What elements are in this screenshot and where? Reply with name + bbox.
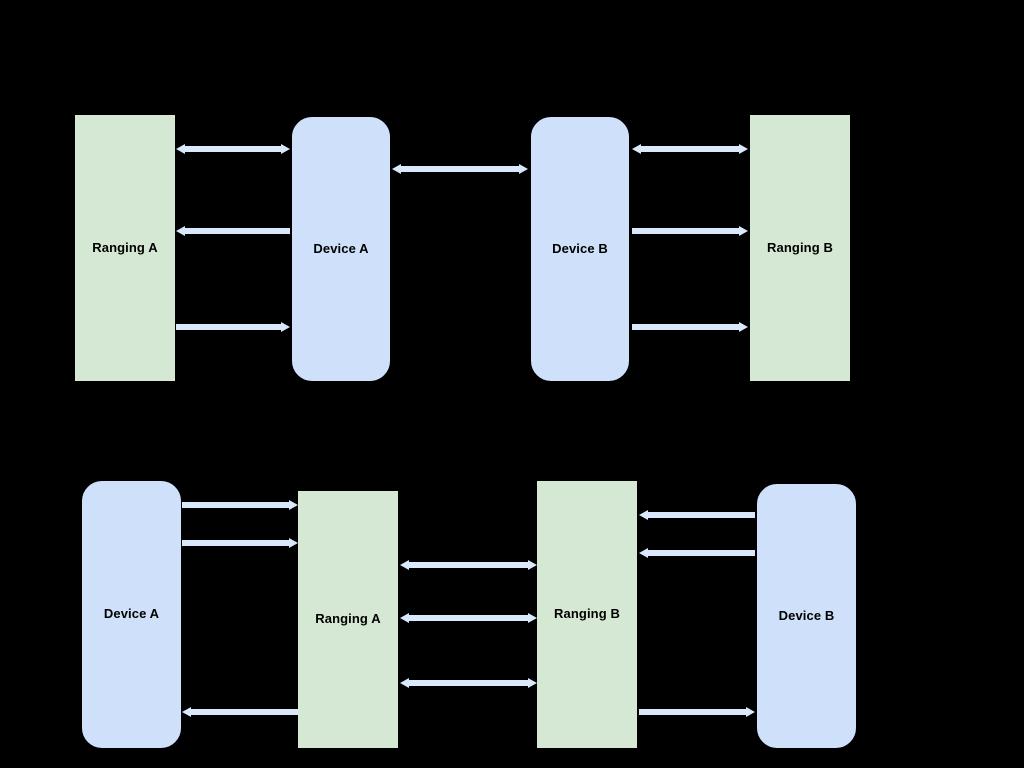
node-device-a-2[interactable]: Device A	[82, 481, 181, 748]
connector-da-db	[392, 162, 528, 176]
node-device-a[interactable]: Device A	[292, 117, 390, 381]
node-label-device-b: Device B	[552, 240, 608, 256]
node-ranging-b-2[interactable]: Ranging B	[537, 481, 637, 748]
connector-da2-ra2-1	[182, 498, 298, 512]
connector-ra-da-2	[176, 224, 290, 238]
connector-db2-rb2-3	[639, 705, 755, 719]
connector-db2-rb2-1	[639, 508, 755, 522]
node-label-ranging-b-2: Ranging B	[554, 606, 620, 622]
connector-ra2-rb2-2	[400, 611, 537, 625]
node-label-device-a-2: Device A	[103, 606, 160, 622]
connector-ra2-rb2-3	[400, 676, 537, 690]
node-label-device-a: Device A	[313, 240, 369, 256]
connector-ra-da-1	[176, 142, 290, 156]
connector-da2-ra2-3	[182, 705, 298, 719]
node-label-ranging-a-2: Ranging A	[315, 611, 381, 627]
connector-ra-da-3	[176, 320, 290, 334]
node-ranging-a-2[interactable]: Ranging A	[298, 491, 398, 748]
node-ranging-a[interactable]: Ranging A	[75, 115, 175, 381]
node-device-b-2[interactable]: Device B	[757, 484, 856, 748]
node-device-b[interactable]: Device B	[531, 117, 629, 381]
node-label-device-b-2: Device B	[778, 607, 835, 623]
connector-db-rb-2	[632, 224, 748, 238]
connector-db-rb-3	[632, 320, 748, 334]
connector-db2-rb2-2	[639, 546, 755, 560]
node-label-ranging-a: Ranging A	[92, 239, 158, 255]
connector-db-rb-1	[632, 142, 748, 156]
connector-da2-ra2-2	[182, 536, 298, 550]
connector-ra2-rb2-1	[400, 558, 537, 572]
node-ranging-b[interactable]: Ranging B	[750, 115, 850, 381]
node-label-ranging-b: Ranging B	[767, 239, 833, 255]
